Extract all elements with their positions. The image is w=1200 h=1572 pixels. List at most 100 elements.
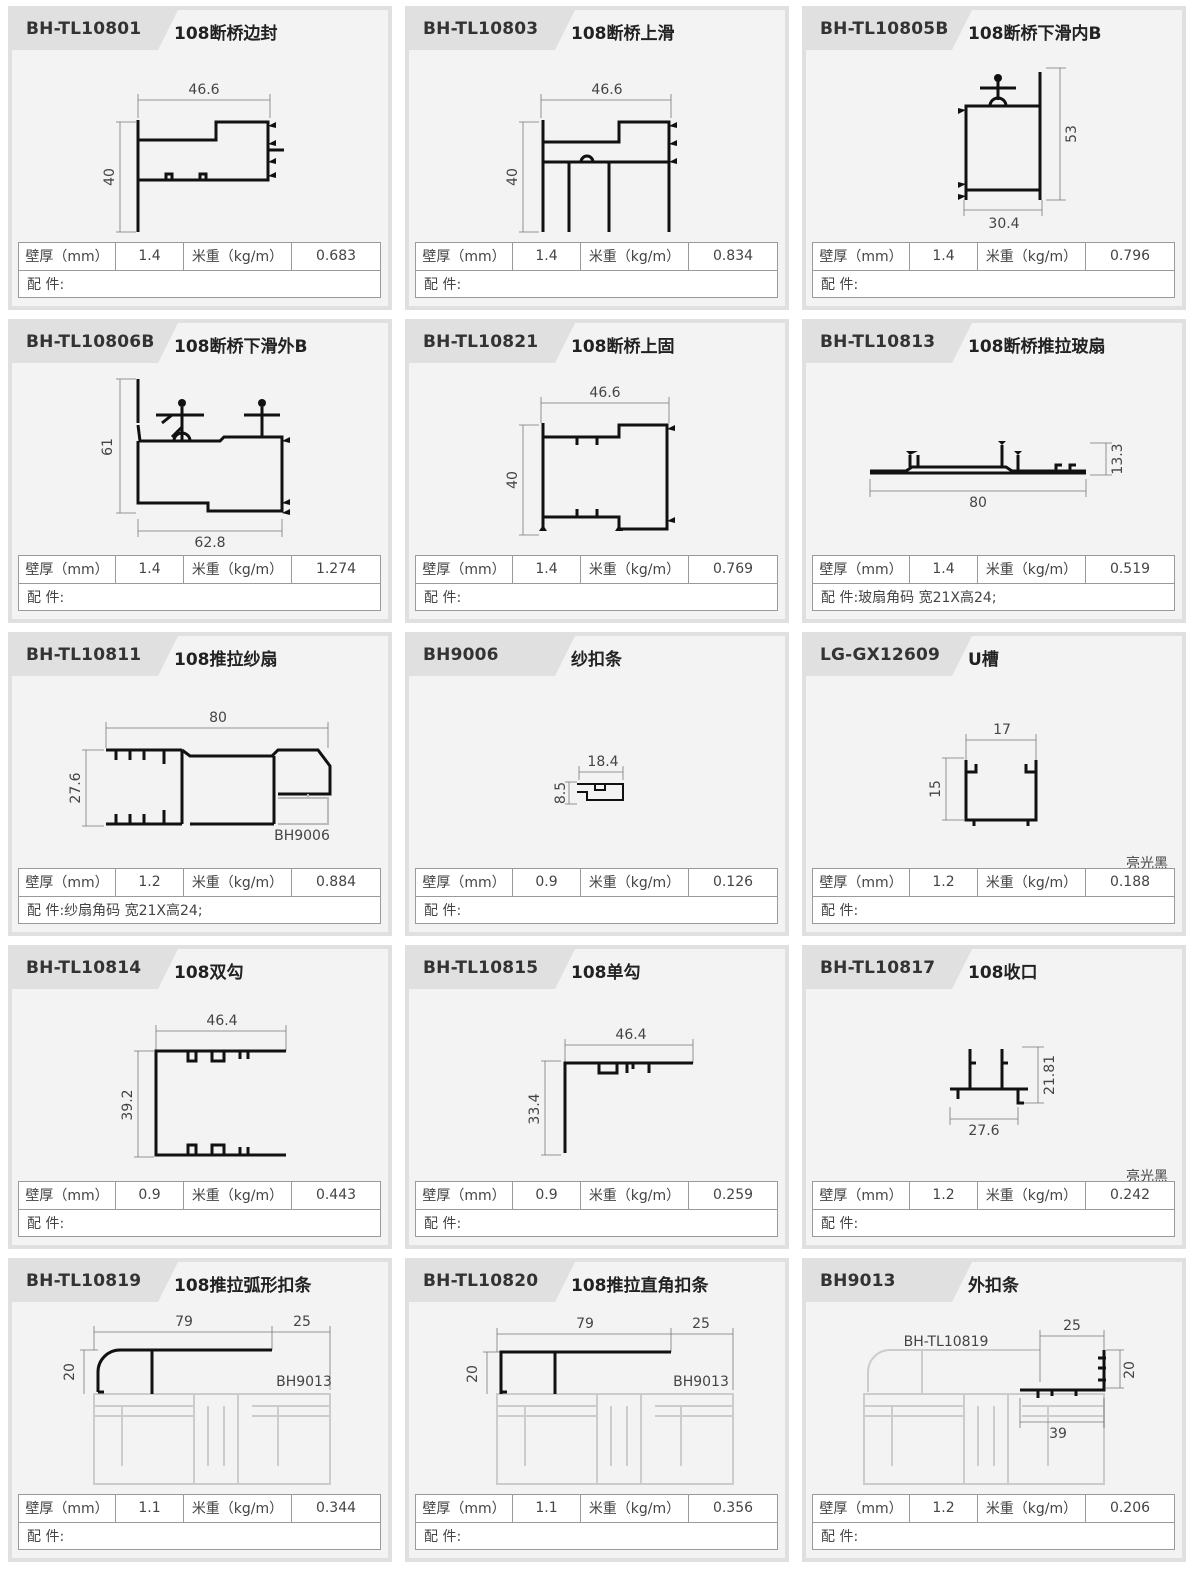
accessory-label: 配 件: xyxy=(27,1528,65,1545)
profile-code: BH-TL10819 xyxy=(26,1271,142,1291)
profile-drawing: 46.4 33.4 xyxy=(527,1027,694,1156)
thickness-label: 壁厚（mm） xyxy=(415,555,513,584)
accessory-row: 配 件: xyxy=(18,269,381,298)
thickness-label: 壁厚（mm） xyxy=(18,1494,116,1523)
profile-name: 108推拉弧形扣条 xyxy=(174,1276,312,1296)
profile-drawing: 46.6 40 xyxy=(505,385,675,536)
dim-offset: 25 xyxy=(293,1314,311,1330)
dim-width: 39 xyxy=(1049,1426,1067,1442)
thickness-label: 壁厚（mm） xyxy=(812,868,910,897)
profile-drawing: 79 25 20 BH9013 xyxy=(62,1314,332,1485)
profile-code: BH-TL10801 xyxy=(26,19,142,39)
thickness-label: 壁厚（mm） xyxy=(812,555,910,584)
card-header: BH-TL10813 108断桥推拉玻扇 xyxy=(806,323,1182,363)
thickness-value: 0.9 xyxy=(115,1181,184,1210)
card-header: BH-TL10805B 108断桥下滑内B xyxy=(806,10,1182,50)
dim-height: 15 xyxy=(928,780,944,798)
accessory-label: 配 件: xyxy=(27,902,65,919)
thickness-value: 1.2 xyxy=(909,1181,978,1210)
profile-drawing: 46.4 39.2 xyxy=(120,1013,287,1158)
profile-name: 108断桥上固 xyxy=(571,337,675,357)
card-header: BH-TL10815 108单勾 xyxy=(409,949,785,989)
profile-name: 108双勾 xyxy=(174,963,244,983)
card-header: BH-TL10803 108断桥上滑 xyxy=(409,10,785,50)
accessory-row: 配 件: xyxy=(812,895,1175,924)
thickness-label: 壁厚（mm） xyxy=(415,1494,513,1523)
thickness-label: 壁厚（mm） xyxy=(415,242,513,271)
weight-label: 米重（kg/m） xyxy=(580,242,689,271)
card-header: BH-TL10819 108推拉弧形扣条 xyxy=(12,1262,388,1302)
thickness-label: 壁厚（mm） xyxy=(18,1181,116,1210)
weight-label: 米重（kg/m） xyxy=(580,555,689,584)
ref-label: BH9013 xyxy=(673,1374,729,1390)
thickness-value: 0.9 xyxy=(512,868,581,897)
accessory-label: 配 件: xyxy=(424,1528,462,1545)
thickness-label: 壁厚（mm） xyxy=(812,242,910,271)
profile-name: 108断桥下滑外B xyxy=(174,337,308,357)
weight-label: 米重（kg/m） xyxy=(183,555,292,584)
profile-drawing: 53 30.4 xyxy=(958,67,1080,232)
accessory-row: 配 件: xyxy=(415,895,778,924)
thickness-label: 壁厚（mm） xyxy=(812,1181,910,1210)
profile-code: BH-TL10821 xyxy=(423,332,539,352)
weight-label: 米重（kg/m） xyxy=(580,868,689,897)
profile-name: 108单勾 xyxy=(571,963,641,983)
thickness-value: 1.4 xyxy=(512,242,581,271)
accessory-row: 配 件: xyxy=(812,269,1175,298)
accessory-row: 配 件: xyxy=(415,1208,778,1237)
weight-value: 0.344 xyxy=(291,1494,381,1523)
thickness-value: 1.2 xyxy=(909,1494,978,1523)
profile-drawing: 61 62.8 xyxy=(100,378,290,551)
profile-code: BH9006 xyxy=(423,645,499,665)
accessory-value: 纱扇角码 宽21X高24; xyxy=(64,902,203,919)
dim-height: 20 xyxy=(62,1363,78,1381)
accessory-label: 配 件: xyxy=(821,902,859,919)
accessory-label: 配 件: xyxy=(424,589,462,606)
dim-height: 8.5 xyxy=(553,782,569,804)
thickness-value: 1.2 xyxy=(909,868,978,897)
dim-height: 13.3 xyxy=(1110,443,1126,474)
card-header: BH-TL10806B 108断桥下滑外B xyxy=(12,323,388,363)
weight-value: 0.259 xyxy=(688,1181,778,1210)
profile-name: 108断桥上滑 xyxy=(571,24,675,44)
accessory-label: 配 件: xyxy=(821,276,859,293)
dim-height: 27.6 xyxy=(68,772,84,803)
weight-label: 米重（kg/m） xyxy=(183,1181,292,1210)
dim-width: 46.4 xyxy=(615,1027,646,1043)
weight-value: 0.834 xyxy=(688,242,778,271)
profile-code: BH-TL10803 xyxy=(423,19,539,39)
accessory-label: 配 件: xyxy=(424,902,462,919)
accessory-row: 配 件: xyxy=(812,1521,1175,1550)
dim-width: 18.4 xyxy=(587,754,618,770)
thickness-label: 壁厚（mm） xyxy=(415,1181,513,1210)
card-header: BH9006 纱扣条 xyxy=(409,636,785,676)
accessory-label: 配 件: xyxy=(27,589,65,606)
weight-value: 0.884 xyxy=(291,868,381,897)
thickness-value: 1.1 xyxy=(512,1494,581,1523)
profile-code: BH-TL10813 xyxy=(820,332,936,352)
profile-card: BH9013 外扣条 25 20 39 BH-TL10819 壁厚（mm）1.2… xyxy=(802,1258,1186,1562)
profile-drawing: 80 27.6 BH9006 xyxy=(68,710,332,844)
dim-height: 20 xyxy=(1122,1361,1138,1379)
dim-width: 17 xyxy=(993,722,1011,738)
profile-drawing: 17 15 xyxy=(928,722,1038,826)
profile-drawing: 25 20 39 BH-TL10819 xyxy=(863,1318,1138,1485)
card-header: BH-TL10821 108断桥上固 xyxy=(409,323,785,363)
